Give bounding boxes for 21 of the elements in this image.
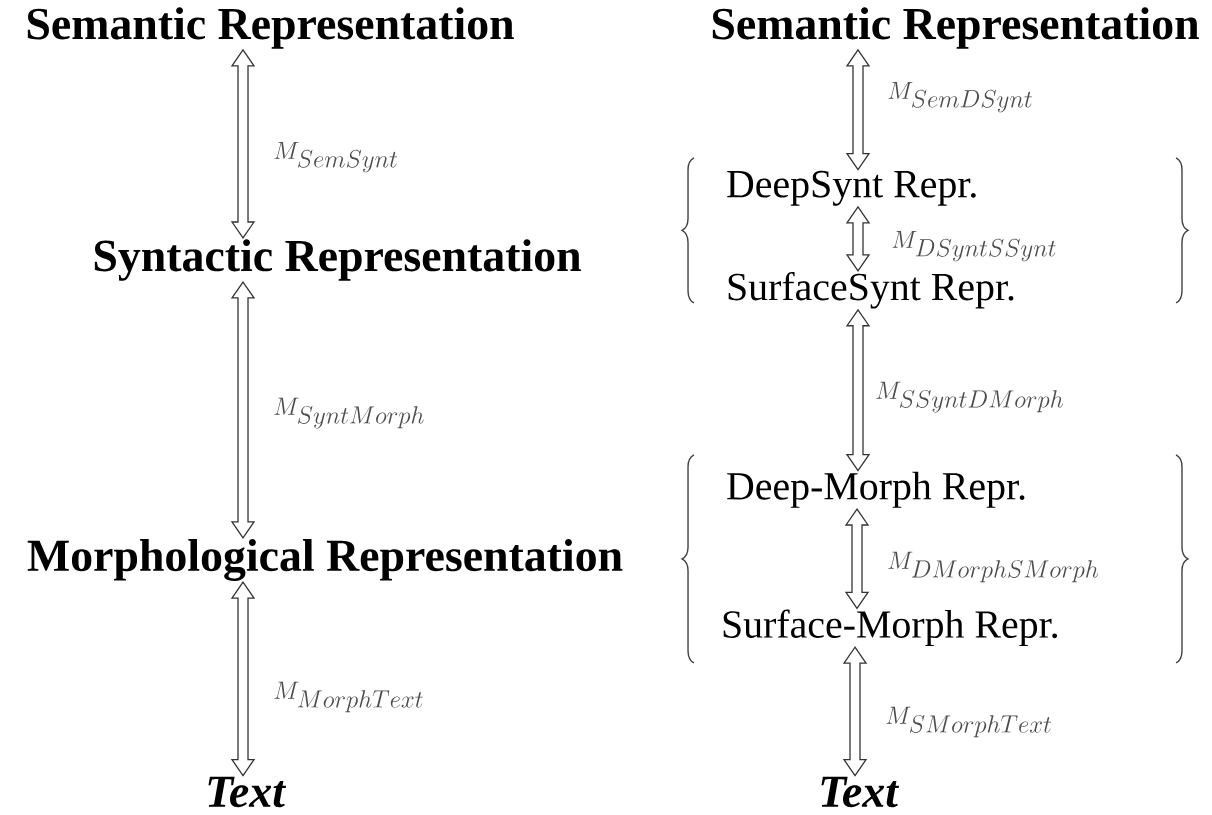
heading-text: Text xyxy=(208,776,287,808)
edge-label: $M_{SMorphText}$ xyxy=(886,706,1052,738)
heading-text: Morphological Representation xyxy=(27,539,623,581)
edge-label: $M_{DMorphSMorph}$ xyxy=(888,551,1099,583)
edge-label: $M_{SemDSynt}$ xyxy=(888,81,1032,113)
edge-label: $M_{SemSynt}$ xyxy=(274,141,397,173)
level-text: Surface-Morph Repr. xyxy=(723,609,1057,647)
heading-text: Semantic Representation xyxy=(712,7,1199,49)
heading-text: Text xyxy=(821,776,900,808)
edge-label: $M_{SSyntDMorph}$ xyxy=(876,381,1063,413)
level-text: Deep-Morph Repr. xyxy=(727,471,1025,508)
level-text: SurfaceSynt Repr. xyxy=(728,271,1014,309)
heading-text: Syntactic Representation xyxy=(94,239,581,281)
edge-label: $M_{DSyntSSynt}$ xyxy=(892,230,1056,262)
double-arrow xyxy=(230,581,256,777)
level-text: DeepSynt Repr. xyxy=(727,170,976,206)
edge-label: $M_{SyntMorph}$ xyxy=(274,397,424,429)
brace-group xyxy=(681,454,1189,664)
heading-text: Semantic Representation xyxy=(27,7,514,49)
double-arrow xyxy=(842,646,868,777)
edge-label: $M_{MorphText}$ xyxy=(274,681,423,713)
